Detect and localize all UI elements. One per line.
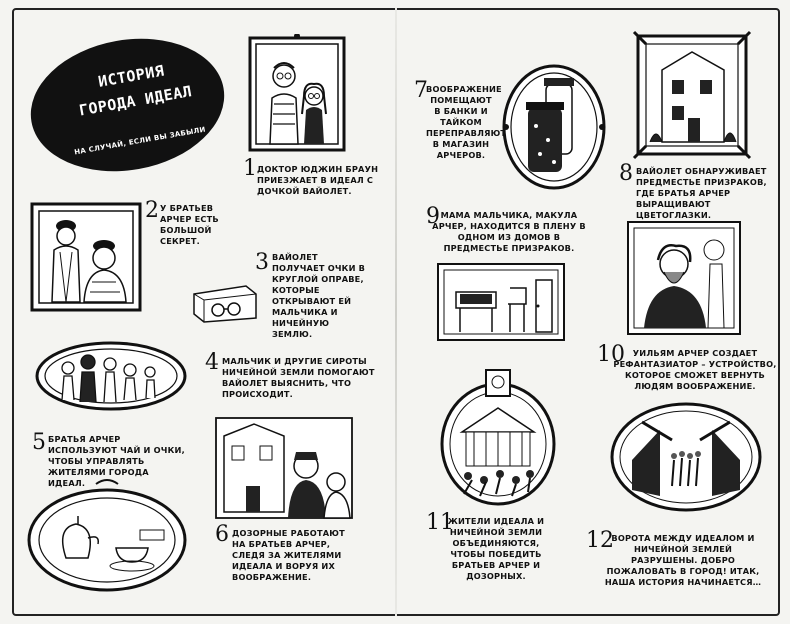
item-1-number: 1 xyxy=(243,156,257,181)
item-2-number: 2 xyxy=(145,198,159,223)
item-6-number: 6 xyxy=(215,522,229,547)
item-10-caption: УИЛЬЯМ АРЧЕР СОЗДАЕТ РЕФАНТАЗИАТОР – УСТ… xyxy=(613,348,777,391)
room-interior xyxy=(436,262,566,342)
item-5-caption: БРАТЬЯ АРЧЕР ИСПОЛЬЗУЮТ ЧАЙ И ОЧКИ, ЧТОБ… xyxy=(48,434,185,488)
item-9-caption: МАМА МАЛЬЧИКА, МАКУЛА АРЧЕР, НАХОДИТСЯ В… xyxy=(432,210,586,253)
oval-broken-gate xyxy=(608,400,764,514)
oval-jars-of-imagination xyxy=(500,62,608,192)
item-9-number: 9 xyxy=(426,204,440,229)
glasses-in-box xyxy=(190,280,260,324)
item-10-number: 10 xyxy=(597,342,625,367)
item-5-number: 5 xyxy=(32,430,46,455)
item-12-caption: ВОРОТА МЕЖДУ ИДЕАЛОМ И НИЧЕЙНОЙ ЗЕМЛЕЙ Р… xyxy=(604,533,762,587)
item-3-number: 3 xyxy=(255,250,269,275)
item-12-number: 12 xyxy=(586,528,614,553)
item-2-caption: У БРАТЬЕВ АРЧЕР ЕСТЬ БОЛЬШОЙ СЕКРЕТ. xyxy=(160,203,219,246)
item-8-number: 8 xyxy=(619,161,633,186)
portrait-ghost-suburb-house xyxy=(632,30,752,160)
item-7-number: 7 xyxy=(414,78,428,103)
item-7-caption: ВООБРАЖЕНИЕ ПОМЕЩАЮТ В БАНКИ И ТАЙКОМ ПЕ… xyxy=(426,84,507,160)
portrait-william-archer xyxy=(626,220,742,336)
item-11-caption: ЖИТЕЛИ ИДЕАЛА И НИЧЕЙНОЙ ЗЕМЛИ ОБЪЕДИНЯЮ… xyxy=(447,516,545,581)
item-8-caption: ВАЙОЛЕТ ОБНАРУЖИВАЕТ ПРЕДМЕСТЬЕ ПРИЗРАКО… xyxy=(636,166,767,220)
tea-set-tray xyxy=(26,478,188,596)
page-fold xyxy=(395,8,397,616)
item-4-caption: МАЛЬЧИК И ДРУГИЕ СИРОТЫ НИЧЕЙНОЙ ЗЕМЛИ П… xyxy=(222,356,375,399)
item-6-caption: ДОЗОРНЫЕ РАБОТАЮТ НА БРАТЬЕВ АРЧЕР, СЛЕД… xyxy=(232,528,345,582)
portrait-archer-brothers xyxy=(30,202,142,312)
item-1-caption: ДОКТОР ЮДЖИН БРАУН ПРИЕЗЖАЕТ В ИДЕАЛ С Д… xyxy=(257,164,379,196)
portrait-brown-family xyxy=(248,34,346,154)
house-and-watchmen xyxy=(214,416,354,520)
oval-town-battle xyxy=(438,368,558,508)
oval-orphans-portrait xyxy=(34,340,188,412)
item-4-number: 4 xyxy=(205,350,219,375)
item-11-number: 11 xyxy=(426,510,454,535)
item-3-caption: ВАЙОЛЕТ ПОЛУЧАЕТ ОЧКИ В КРУГЛОЙ ОПРАВЕ, … xyxy=(272,252,366,339)
